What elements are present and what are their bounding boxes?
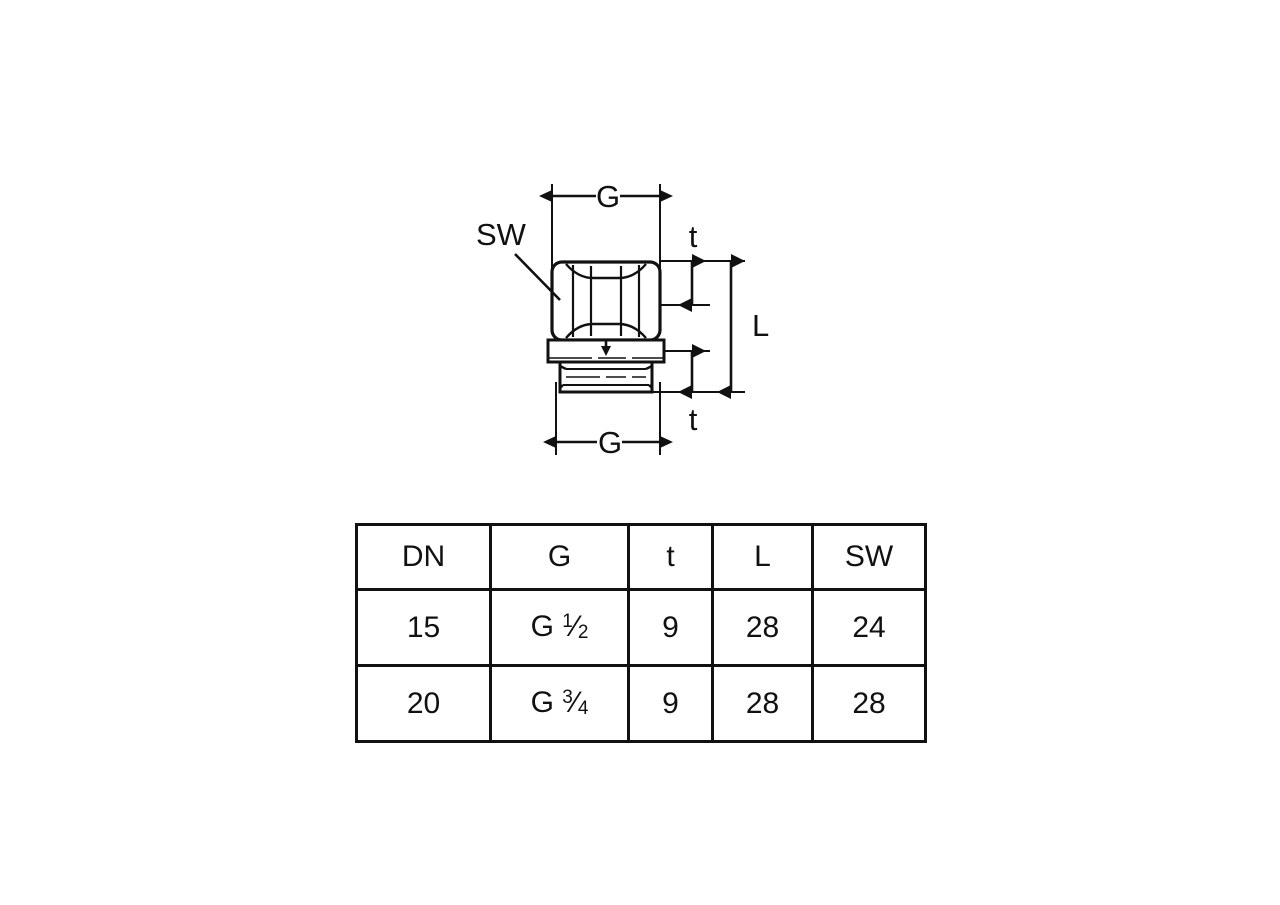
table-header-l: L <box>711 523 814 591</box>
hex-facet-lines <box>571 265 641 337</box>
fraction-slash-icon: ⁄ <box>572 686 578 719</box>
g-numerator: 3 <box>562 687 573 708</box>
table-header-row: DN G t L SW <box>355 523 927 591</box>
center-direction-arrow <box>601 339 611 356</box>
fitting-body <box>546 260 666 394</box>
cell-sw: 24 <box>811 588 927 667</box>
cell-dn: 15 <box>355 588 492 667</box>
dimension-t-top: t <box>678 219 706 312</box>
dimension-label-g-bottom: G <box>598 425 622 460</box>
cell-dn: 20 <box>355 664 492 743</box>
thread-size-value: G 3⁄4 <box>531 667 589 740</box>
thread-flanks <box>559 364 653 389</box>
table-header-t: t <box>627 523 714 591</box>
callout-sw: SW <box>476 217 561 301</box>
cell-t: 9 <box>627 664 714 743</box>
g-numerator: 1 <box>562 611 573 632</box>
dimension-l: L <box>717 254 769 399</box>
g-prefix: G <box>530 610 554 643</box>
table-row: 20 G 3⁄4 9 28 28 <box>355 664 927 743</box>
dimension-label-t-top: t <box>689 219 698 254</box>
dimension-table-container: DN G t L SW 15 G 1⁄2 9 28 24 20 G 3⁄4 <box>355 523 927 743</box>
hex-nut-outline <box>550 260 662 342</box>
table-header-sw: SW <box>811 523 927 591</box>
table-header-g: G <box>489 523 630 591</box>
cell-l: 28 <box>711 664 814 743</box>
cell-g: G 3⁄4 <box>489 664 630 743</box>
table-header-dn: DN <box>355 523 492 591</box>
dimension-table: DN G t L SW 15 G 1⁄2 9 28 24 20 G 3⁄4 <box>355 523 927 743</box>
cell-t: 9 <box>627 588 714 667</box>
g-prefix: G <box>530 686 554 719</box>
fraction-slash-icon: ⁄ <box>572 610 578 643</box>
dimension-g-top: G <box>539 179 673 214</box>
thread-lines <box>563 368 649 386</box>
dimension-t-bottom: t <box>678 344 706 437</box>
cell-sw: 28 <box>811 664 927 743</box>
cell-l: 28 <box>711 588 814 667</box>
thread-size-value: G 1⁄2 <box>531 591 589 664</box>
dimension-label-g-top: G <box>596 179 620 214</box>
callout-label-sw: SW <box>476 217 527 252</box>
dimension-g-bottom: G <box>543 425 673 460</box>
cell-g: G 1⁄2 <box>489 588 630 667</box>
dimension-label-l: L <box>752 308 769 343</box>
dimension-label-t-bottom: t <box>689 402 698 437</box>
g-denominator: 2 <box>577 622 589 643</box>
g-denominator: 4 <box>577 698 589 719</box>
table-row: 15 G 1⁄2 9 28 24 <box>355 588 927 667</box>
